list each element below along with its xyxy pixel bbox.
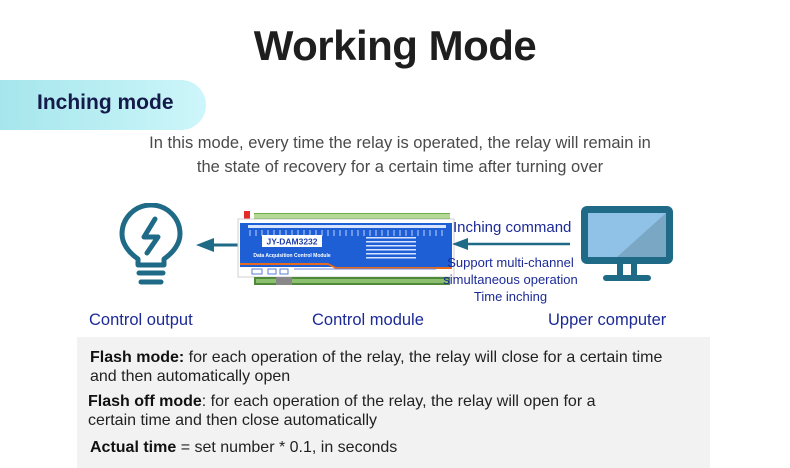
flash-off-mode-note: Flash off mode: for each operation of th… bbox=[88, 392, 595, 430]
page-title: Working Mode bbox=[253, 22, 537, 69]
arrow-to-module-icon bbox=[452, 238, 570, 250]
note-term: Actual time bbox=[90, 439, 177, 456]
actual-time-note: Actual time = set number * 0.1, in secon… bbox=[90, 438, 397, 457]
description-line-1: In this mode, every time the relay is op… bbox=[149, 134, 651, 152]
support-line-1: Support multi-channel bbox=[447, 255, 574, 270]
module-subtitle: Data Acquisition Control Module bbox=[253, 253, 331, 259]
note-term: Flash off mode bbox=[88, 393, 202, 410]
note-text: for each operation of the relay, the rel… bbox=[184, 349, 663, 366]
mode-badge: Inching mode bbox=[0, 80, 206, 130]
upper-computer-label: Upper computer bbox=[548, 311, 667, 329]
note-text: = set number * 0.1, in seconds bbox=[176, 439, 398, 456]
module-model-label: JY-DAM3232 bbox=[266, 237, 317, 247]
note-term: Flash mode: bbox=[90, 349, 185, 366]
note-text: : for each operation of the relay, the r… bbox=[201, 393, 596, 410]
note-text-cont: and then automatically open bbox=[90, 368, 291, 385]
inching-command-label: Inching command bbox=[453, 219, 572, 236]
control-module-image: JY-DAM3232 Data Acquisition Control Modu… bbox=[237, 211, 455, 285]
mode-description: In this mode, every time the relay is op… bbox=[110, 131, 690, 179]
control-output-label: Control output bbox=[89, 311, 193, 329]
lightbulb-bolt-icon bbox=[119, 203, 183, 285]
support-line-2: simultaneous operation bbox=[443, 272, 578, 287]
mode-notes-panel: Flash mode: for each operation of the re… bbox=[77, 337, 710, 468]
monitor-icon bbox=[581, 206, 673, 281]
flash-mode-note: Flash mode: for each operation of the re… bbox=[90, 348, 662, 386]
note-text-cont: certain time and then close automaticall… bbox=[88, 412, 378, 429]
description-line-2: the state of recovery for a certain time… bbox=[196, 158, 604, 176]
support-line-3: Time inching bbox=[473, 289, 548, 304]
mode-badge-label: Inching mode bbox=[37, 91, 174, 114]
control-module-label: Control module bbox=[312, 311, 424, 329]
led-indicator bbox=[244, 211, 250, 219]
support-notes: Support multi-channel simultaneous opera… bbox=[438, 254, 583, 305]
